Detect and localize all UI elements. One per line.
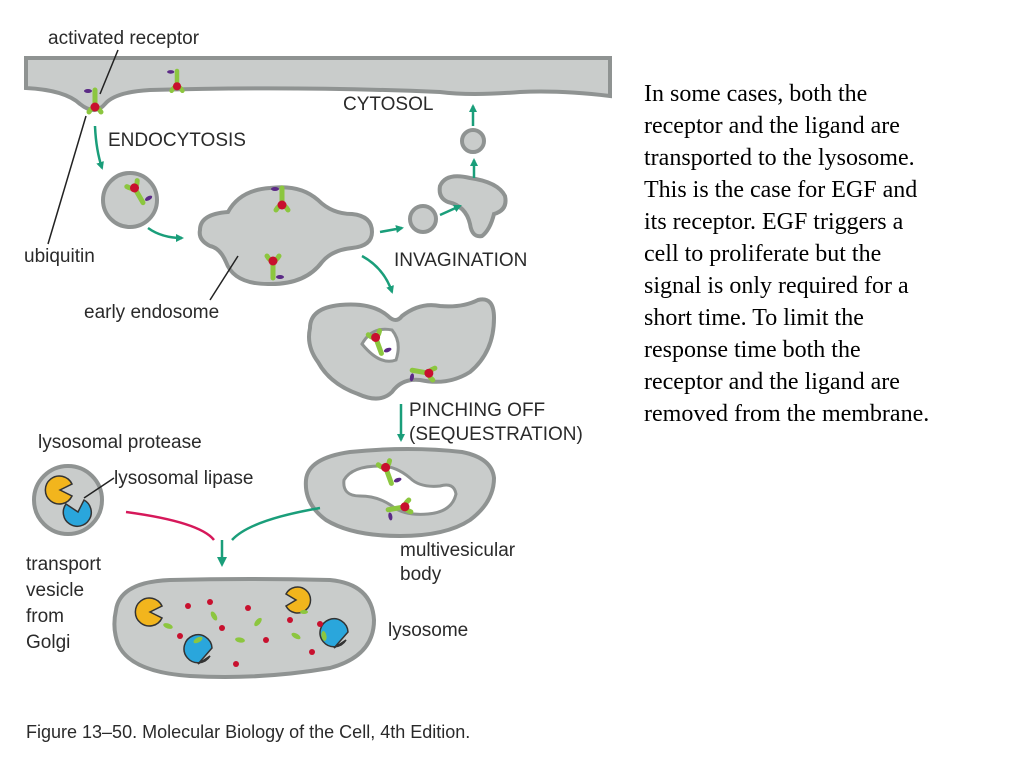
early-endosome-pointer xyxy=(209,255,239,301)
arrow-endocytosis xyxy=(93,125,104,170)
label-vesicle: vesicle xyxy=(26,580,84,601)
label-endocytosis: ENDOCYTOSIS xyxy=(108,130,246,151)
label-pinching-off: PINCHING OFF xyxy=(409,400,545,421)
label-invagination: INVAGINATION xyxy=(394,250,527,271)
lysosome-lipase-right-icon xyxy=(319,618,349,649)
explanation-line: removed from the membrane. xyxy=(644,401,930,427)
recycling-vesicle-small xyxy=(460,128,486,154)
digested-fragments xyxy=(163,599,327,667)
label-lysosome: lysosome xyxy=(388,620,468,641)
mvb-delivery-line xyxy=(231,506,321,541)
lysosome-lipase-left-icon xyxy=(183,634,213,665)
label-lysosomal-protease: lysosomal protease xyxy=(38,432,202,453)
golgi-delivery-line xyxy=(125,510,215,541)
label-early-endosome: early endosome xyxy=(84,302,219,323)
explanation-line: cell to proliferate but the xyxy=(644,241,882,267)
explanation-line: short time. To limit the xyxy=(644,305,864,331)
label-cytosol: CYTOSOL xyxy=(343,94,433,115)
endocytic-vesicle xyxy=(101,171,159,229)
activated-receptor-pointer xyxy=(99,49,119,95)
invaginating-endosome xyxy=(307,297,497,401)
label-multivesicular: multivesicular xyxy=(400,540,516,561)
explanation-line: receptor and the ligand are xyxy=(644,369,900,395)
label-activated-receptor: activated receptor xyxy=(48,28,200,49)
label-sequestration: (SEQUESTRATION) xyxy=(409,424,583,445)
ubiquitin-pointer xyxy=(47,115,87,245)
label-golgi: Golgi xyxy=(26,632,70,653)
label-body: body xyxy=(400,564,442,585)
label-lysosomal-lipase: lysosomal lipase xyxy=(114,468,253,489)
recycling-vesicle xyxy=(408,204,438,234)
label-from: from xyxy=(26,606,64,627)
lysosomal-lipase-pointer xyxy=(83,477,115,499)
protease-icon xyxy=(44,475,73,505)
figure-caption: Figure 13–50. Molecular Biology of the C… xyxy=(26,722,470,742)
plasma-membrane xyxy=(24,56,612,112)
arrow-invagination xyxy=(361,254,394,294)
explanation-line: its receptor. EGF triggers a xyxy=(644,209,904,235)
explanation-line: signal is only required for a xyxy=(644,273,909,299)
arrow-recycling-2 xyxy=(439,204,462,217)
label-ubiquitin: ubiquitin xyxy=(24,246,95,267)
lysosome-protease-right-icon xyxy=(285,586,312,614)
explanation-line: receptor and the ligand are xyxy=(644,113,900,139)
explanation-line: This is the case for EGF and xyxy=(644,177,918,203)
tubular-endosome xyxy=(437,174,508,239)
explanation-line: In some cases, both the xyxy=(644,81,868,107)
early-endosome xyxy=(197,185,375,287)
arrow-to-early-endosome xyxy=(147,226,184,242)
arrow-recycling-1 xyxy=(379,225,404,234)
explanation-text: In some cases, both the receptor and the… xyxy=(644,78,1004,430)
label-transport: transport xyxy=(26,554,102,575)
explanation-line: transported to the lysosome. xyxy=(644,145,915,171)
explanation-line: response time both the xyxy=(644,337,861,363)
lysosome-protease-left-icon xyxy=(134,597,163,627)
lipase-icon xyxy=(62,498,93,528)
